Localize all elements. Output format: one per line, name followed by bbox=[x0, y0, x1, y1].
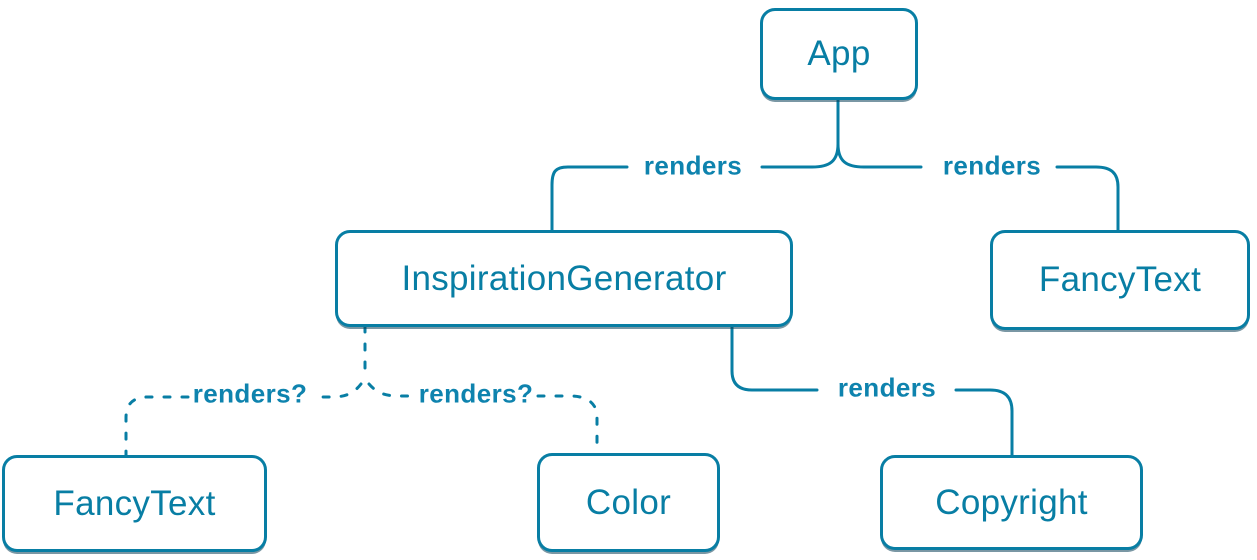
edge-label-renders-copyright: renders bbox=[837, 372, 937, 403]
node-app: App bbox=[760, 8, 918, 100]
edge-inspiration-copyright-drop bbox=[954, 388, 1014, 458]
edge-app-inspiration-flare bbox=[760, 98, 840, 169]
edge-inspiration-copyright-start bbox=[730, 324, 819, 392]
edge-app-fancytext-drop bbox=[1055, 165, 1120, 233]
node-color: Color bbox=[537, 453, 720, 552]
node-app-label: App bbox=[807, 34, 871, 73]
edge-inspiration-fancytext-dashed-start bbox=[313, 382, 363, 399]
node-fancytext-top-label: FancyText bbox=[1038, 260, 1202, 299]
edge-label-renders-maybe-color: renders? bbox=[418, 378, 534, 409]
edge-inspiration-color-dashed-start bbox=[367, 382, 415, 398]
edge-inspiration-color-dashed-drop bbox=[536, 394, 599, 456]
node-inspiration-generator-label: InspirationGenerator bbox=[401, 258, 727, 298]
node-fancytext-bottom: FancyText bbox=[2, 455, 267, 552]
node-color-label: Color bbox=[585, 482, 672, 522]
node-copyright: Copyright bbox=[880, 455, 1143, 550]
edge-app-inspiration-drop bbox=[550, 165, 629, 233]
node-fancytext-top: FancyText bbox=[990, 230, 1250, 330]
edge-label-renders-app-inspiration: renders bbox=[643, 150, 743, 181]
node-inspiration-generator: InspirationGenerator bbox=[335, 230, 793, 327]
edge-label-renders-maybe-fancytext: renders? bbox=[192, 378, 308, 409]
edge-app-fancytext-flare bbox=[836, 98, 923, 169]
node-fancytext-bottom-label: FancyText bbox=[53, 483, 216, 523]
edge-label-renders-app-fancytext: renders bbox=[942, 150, 1042, 181]
edge-inspiration-fancytext-dashed-drop bbox=[124, 395, 190, 458]
node-copyright-label: Copyright bbox=[935, 482, 1088, 522]
